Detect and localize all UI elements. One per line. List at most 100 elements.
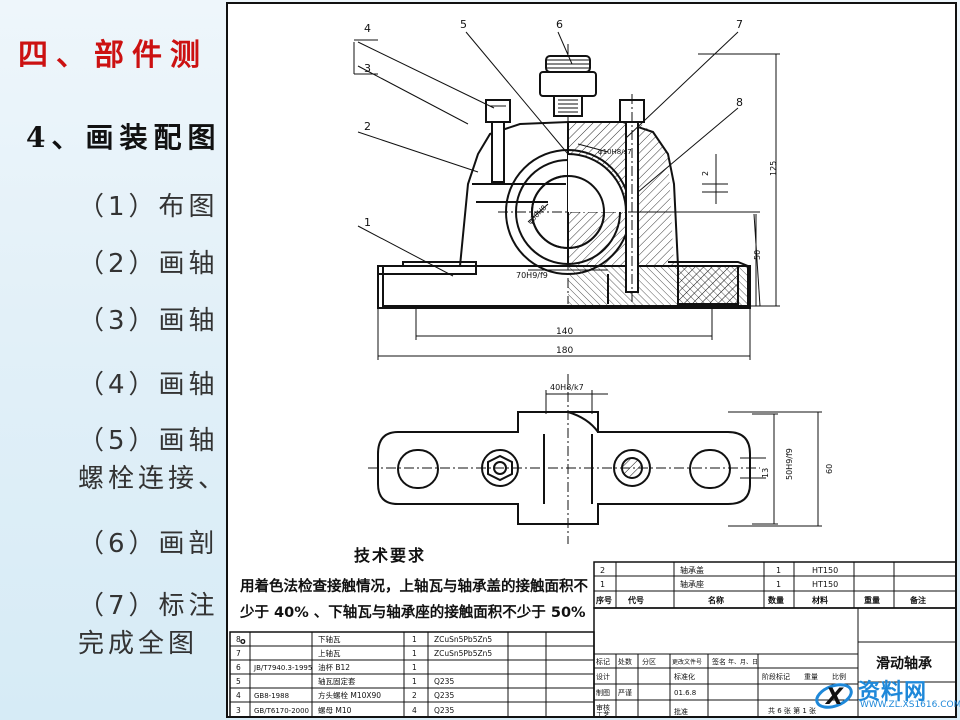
step-5-cont: 螺栓连接、 (78, 464, 229, 494)
step-2: （2）画轴 (78, 249, 219, 279)
watermark-logo-icon: X (815, 683, 853, 710)
bom-mat-5: Q235 (434, 677, 454, 686)
top-view (368, 374, 760, 544)
front-view (377, 44, 751, 309)
tb-draw-person: 严谨 (618, 688, 632, 697)
bom-qty-5: 1 (412, 677, 417, 686)
bom-mat-4: Q235 (434, 691, 454, 700)
bom-qty-4: 2 (412, 691, 417, 700)
tb-label-scale: 比例 (832, 672, 846, 681)
step-7: （7）标注 (78, 591, 219, 621)
bom-header-qty: 数量 (768, 595, 784, 605)
step-4: （4）画轴 (78, 370, 219, 400)
bom-name-5: 轴瓦固定套 (318, 676, 356, 686)
dim-13: 13 (761, 468, 770, 478)
tb-label-zone: 分区 (642, 657, 656, 666)
dim-50h9f9: 50H9/f9 (785, 448, 794, 480)
bom-name-8: 下轴瓦 (318, 634, 341, 644)
tb-label-process: 工艺 (596, 711, 610, 718)
dim-70h9f9: 70H9/f9 (516, 271, 548, 280)
bom-no-5: 5 (236, 677, 241, 686)
balloon-7: 7 (736, 18, 743, 31)
balloon-5: 5 (460, 18, 467, 31)
tb-label-date: 年、月、日 (728, 658, 758, 666)
drawing-canvas: 4 3 2 1 5 6 7 8 (229, 18, 955, 718)
bom-header-no: 序号 (596, 595, 612, 605)
tech-requirements-title: 技术要求 (354, 546, 427, 565)
dim-50: 50 (753, 250, 762, 260)
tb-label-approve: 批准 (674, 707, 688, 716)
bom-qty-7: 1 (412, 649, 417, 658)
step-7-cont: 完成全图 (78, 629, 199, 659)
balloon-3: 3 (364, 62, 371, 75)
slide-subheading: 4、画装配图 (26, 121, 222, 154)
balloon-4: 4 (364, 22, 371, 35)
dim-2: 2 (701, 171, 710, 176)
bom-upper-name-1: 轴承座 (680, 579, 704, 589)
tb-label-mark: 标记 (596, 657, 610, 666)
watermark: X 资料网 WWW.ZL.XS1616.COM (810, 672, 960, 716)
tech-requirements-text: 用着色法检查接触情况，上轴瓦与轴承盖的接触面积不少于 40% 、下轴瓦与轴承座的… (240, 579, 588, 647)
tb-sheet: 共 6 张 第 1 张 (768, 706, 816, 715)
bom-code-4: GB8-1988 (254, 692, 289, 700)
tb-label-weight: 重量 (804, 673, 818, 681)
dim-30h8: φ30H8 (526, 204, 548, 226)
tb-label-count: 处数 (618, 657, 632, 666)
bom-upper-qty-2: 1 (776, 566, 781, 575)
bom-code-3: GB/T6170-2000 (254, 707, 309, 715)
bom-no-4: 4 (236, 691, 241, 700)
bom-name-3: 螺母 M10 (318, 705, 352, 715)
tb-label-stage: 阶段标记 (762, 672, 790, 681)
bom-qty-6: 1 (412, 663, 417, 672)
bom-header-code: 代号 (627, 595, 644, 605)
assembly-drawing: 4 3 2 1 5 6 7 8 (226, 2, 957, 718)
bom-upper-mat-2: HT150 (812, 566, 838, 575)
dim-60: 60 (825, 464, 834, 474)
bom-header-name: 名称 (708, 595, 724, 605)
tb-draw-date: 01.6.8 (674, 689, 696, 697)
tb-label-change: 更改文件号 (672, 658, 702, 666)
balloon-1: 1 (364, 216, 371, 229)
tb-label-draw: 制图 (596, 688, 610, 697)
bom-name-6: 油杯 B12 (318, 662, 350, 672)
bom-name-7: 上轴瓦 (318, 648, 341, 658)
slide-heading: 四、部件测 (18, 38, 208, 73)
bom-header-remark: 备注 (909, 595, 926, 605)
bom-header-weight: 重量 (864, 595, 880, 605)
dim-125: 125 (769, 161, 778, 176)
tb-title: 滑动轴承 (876, 655, 932, 672)
step-3: （3）画轴 (78, 306, 219, 336)
svg-text:X: X (824, 685, 844, 710)
dim-10h8s7: φ10H8/s7 (598, 148, 632, 156)
balloon-2: 2 (364, 120, 371, 133)
bom-upper-qty-1: 1 (776, 580, 781, 589)
bom-no-8: 8 (236, 635, 241, 644)
bom-header-mat: 材料 (812, 595, 828, 605)
dim-140: 140 (556, 327, 573, 337)
bom-no-7: 7 (236, 649, 241, 658)
step-5: （5）画轴 (78, 426, 219, 456)
bom-mat-8: ZCuSn5Pb5Zn5 (434, 635, 492, 644)
balloon-8: 8 (736, 96, 743, 109)
bom-upper-no-2: 2 (600, 566, 605, 575)
tb-label-sign: 签名 (712, 657, 726, 666)
bom-code-6: JB/T7940.3-1995 (253, 664, 312, 672)
bom-name-4: 方头螺栓 M10X90 (318, 690, 381, 700)
watermark-url: WWW.ZL.XS1616.COM (860, 700, 960, 710)
step-1: （1）布图 (78, 192, 219, 222)
tb-label-standard: 标准化 (674, 672, 695, 681)
dim-40h8k7: 40H8/k7 (550, 383, 584, 392)
bom-mat-7: ZCuSn5Pb5Zn5 (434, 649, 492, 658)
tb-label-review: 审核 (596, 703, 610, 712)
bom-qty-8: 1 (412, 635, 417, 644)
dim-180: 180 (556, 346, 573, 356)
bom-no-6: 6 (236, 663, 241, 672)
watermark-text: 资料网 (858, 680, 928, 705)
bom-mat-3: Q235 (434, 706, 454, 715)
bom-upper-mat-1: HT150 (812, 580, 838, 589)
bom-no-3: 3 (236, 706, 241, 715)
tb-label-design: 设计 (596, 672, 610, 681)
bom-upper-no-1: 1 (600, 580, 605, 589)
bom-qty-3: 4 (412, 706, 417, 715)
